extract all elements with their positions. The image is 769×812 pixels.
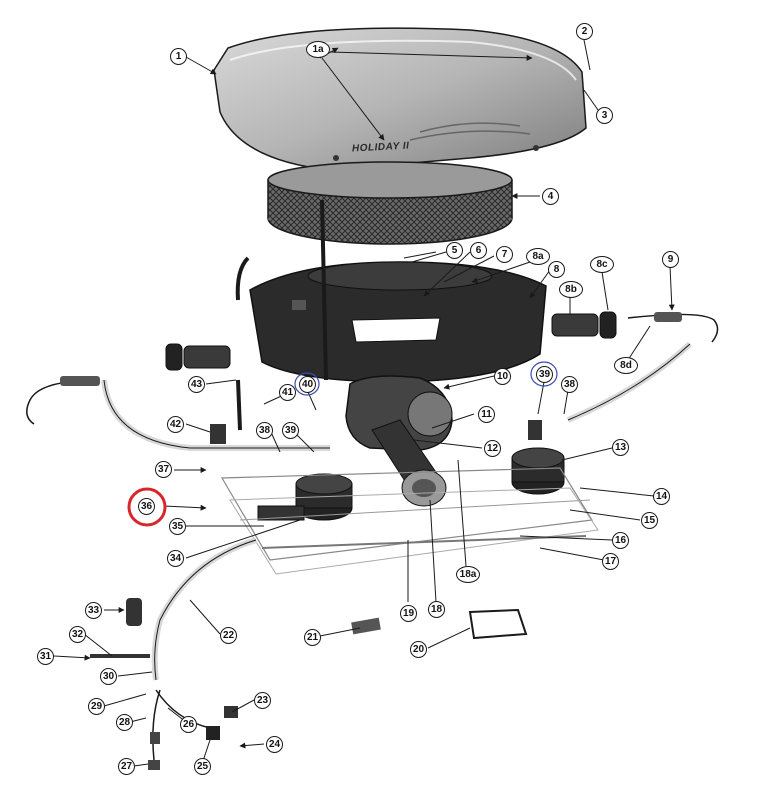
- highlight-circle-blue-39: [530, 361, 558, 387]
- callout-13: 13: [612, 439, 629, 456]
- callout-8a: 8a: [526, 248, 550, 265]
- callout-32: 32: [69, 626, 86, 643]
- callout-17: 17: [602, 553, 619, 570]
- callout-11: 11: [478, 406, 495, 423]
- callout-23: 23: [254, 692, 271, 709]
- callout-3: 3: [596, 107, 613, 124]
- callout-20: 20: [410, 641, 427, 658]
- callout-8d: 8d: [614, 357, 638, 374]
- callout-5: 5: [446, 242, 463, 259]
- main-housing: [249, 261, 547, 383]
- callout-35: 35: [169, 518, 186, 535]
- highlight-circle-red: [127, 487, 167, 527]
- callout-38-right: 38: [561, 376, 578, 393]
- callout-18: 18: [428, 601, 445, 618]
- callout-7: 7: [496, 246, 513, 263]
- callout-42: 42: [167, 416, 184, 433]
- callout-6: 6: [470, 242, 487, 259]
- callout-26: 26: [180, 716, 197, 733]
- callout-39-left: 39: [282, 422, 299, 439]
- callout-21: 21: [304, 629, 321, 646]
- callout-1: 1: [170, 48, 187, 65]
- callout-22: 22: [220, 627, 237, 644]
- callout-25: 25: [194, 758, 211, 775]
- callout-24: 24: [266, 736, 283, 753]
- pump-motor-right: [511, 447, 565, 495]
- filter-ring: [267, 161, 513, 245]
- callout-29: 29: [88, 698, 105, 715]
- callout-19: 19: [400, 605, 417, 622]
- callout-2: 2: [576, 23, 593, 40]
- base-chassis: [220, 467, 599, 575]
- callout-43: 43: [188, 376, 205, 393]
- callout-38-left: 38: [256, 422, 273, 439]
- drive-assembly: [371, 419, 447, 507]
- callout-10: 10: [494, 368, 511, 385]
- callout-28: 28: [116, 714, 133, 731]
- callout-15: 15: [641, 512, 658, 529]
- callout-14: 14: [653, 488, 670, 505]
- callout-37: 37: [155, 461, 172, 478]
- callout-4: 4: [542, 188, 559, 205]
- callout-8b: 8b: [559, 281, 583, 298]
- callout-16: 16: [612, 532, 629, 549]
- small-hardware: [60, 312, 682, 770]
- callout-9: 9: [662, 251, 679, 268]
- callout-12: 12: [484, 440, 501, 457]
- pump-motor-left: [257, 473, 353, 521]
- callout-30: 30: [100, 668, 117, 685]
- cables-and-hoses: [26, 199, 719, 761]
- callout-40: 40: [299, 376, 316, 393]
- callout-36: 36: [138, 498, 155, 515]
- end-cap-filters: [165, 311, 617, 371]
- callout-34: 34: [167, 550, 184, 567]
- callout-18a: 18a: [456, 566, 480, 583]
- callout-33: 33: [85, 602, 102, 619]
- callout-8: 8: [548, 261, 565, 278]
- roof-cover-shroud: [213, 27, 587, 171]
- callout-39-right: 39: [536, 366, 553, 383]
- highlight-circle-blue-40: [294, 372, 320, 396]
- callout-1a: 1a: [306, 41, 330, 58]
- callout-27: 27: [118, 758, 135, 775]
- callout-31: 31: [37, 648, 54, 665]
- callout-8c: 8c: [590, 256, 614, 273]
- callout-41: 41: [279, 384, 296, 401]
